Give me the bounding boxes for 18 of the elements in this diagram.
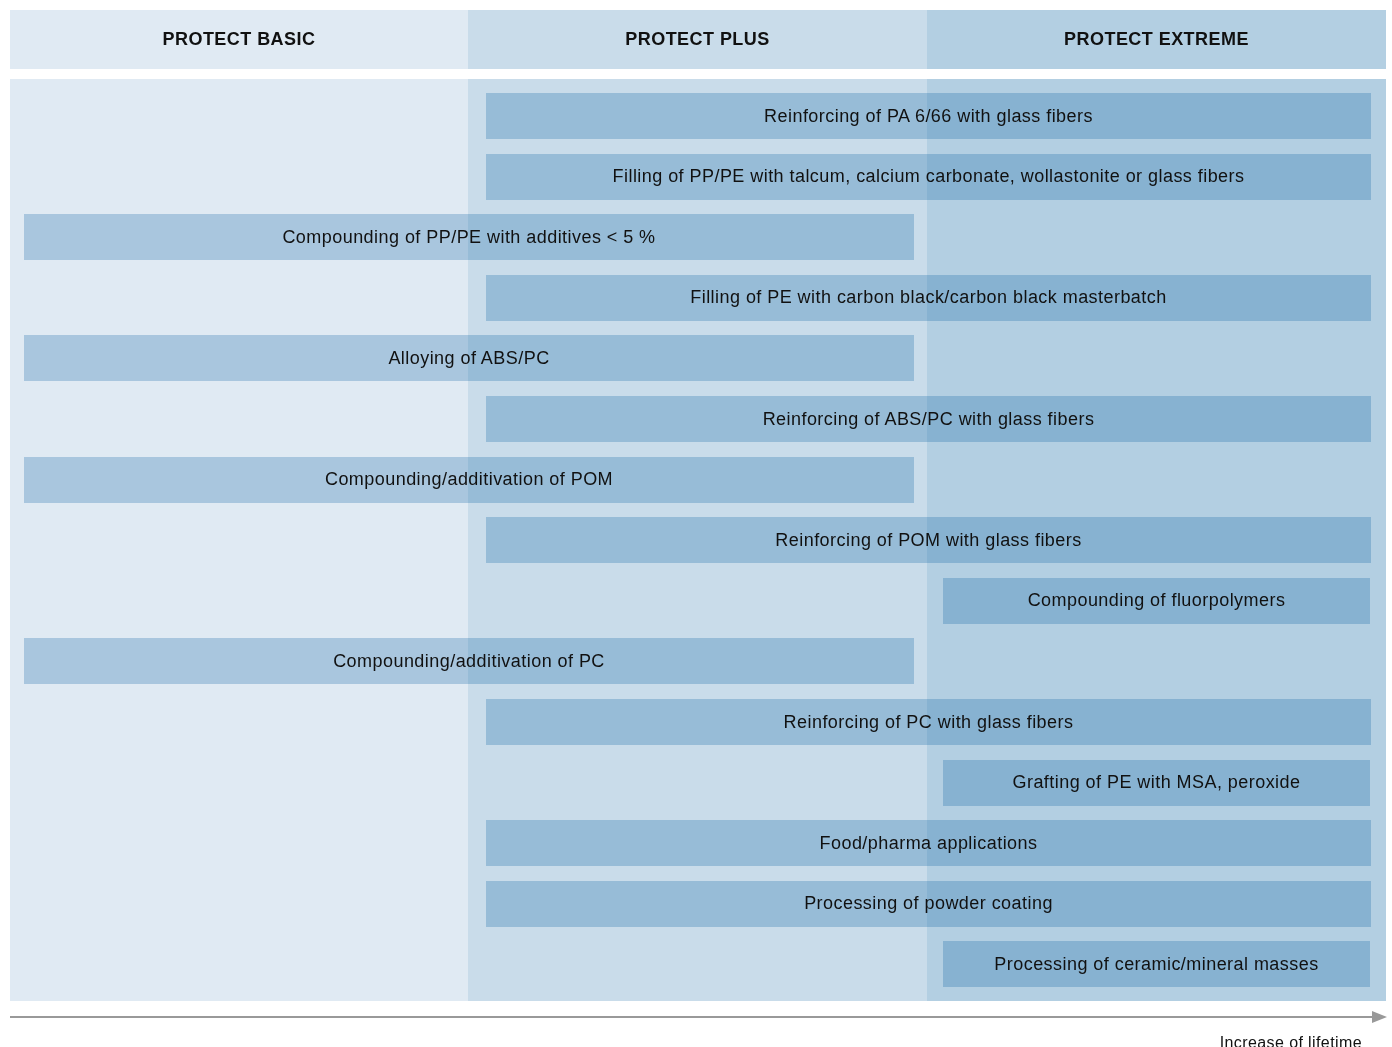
process-bar: Compounding/additivation of POM [24, 456, 914, 503]
column-header: PROTECT EXTREME [927, 10, 1386, 69]
process-bar: Reinforcing of POM with glass fibers [486, 517, 1371, 564]
column-header: PROTECT PLUS [468, 10, 927, 69]
process-bar: Reinforcing of PA 6/66 with glass fibers [486, 93, 1371, 139]
process-bar: Grafting of PE with MSA, peroxide [943, 759, 1370, 806]
process-bar: Compounding of fluorpolymers [943, 577, 1370, 624]
process-bar: Filling of PE with carbon black/carbon black masterbatch [486, 274, 1371, 321]
process-bar: Compounding/additivation of PC [24, 638, 914, 685]
column-header: PROTECT BASIC [10, 10, 468, 69]
process-bar: Filling of PP/PE with talcum, calcium carbonate, wollastonite or glass fibers [486, 153, 1371, 200]
process-bar: Processing of powder coating [486, 880, 1371, 927]
process-bar: Food/pharma applications [486, 820, 1371, 867]
process-bar: Processing of ceramic/mineral masses [943, 941, 1370, 988]
process-bar: Reinforcing of ABS/PC with glass fibers [486, 396, 1371, 442]
process-bar: Alloying of ABS/PC [24, 335, 914, 382]
process-bar: Compounding of PP/PE with additives < 5 % [24, 214, 914, 261]
process-bar: Reinforcing of PC with glass fibers [486, 699, 1371, 745]
